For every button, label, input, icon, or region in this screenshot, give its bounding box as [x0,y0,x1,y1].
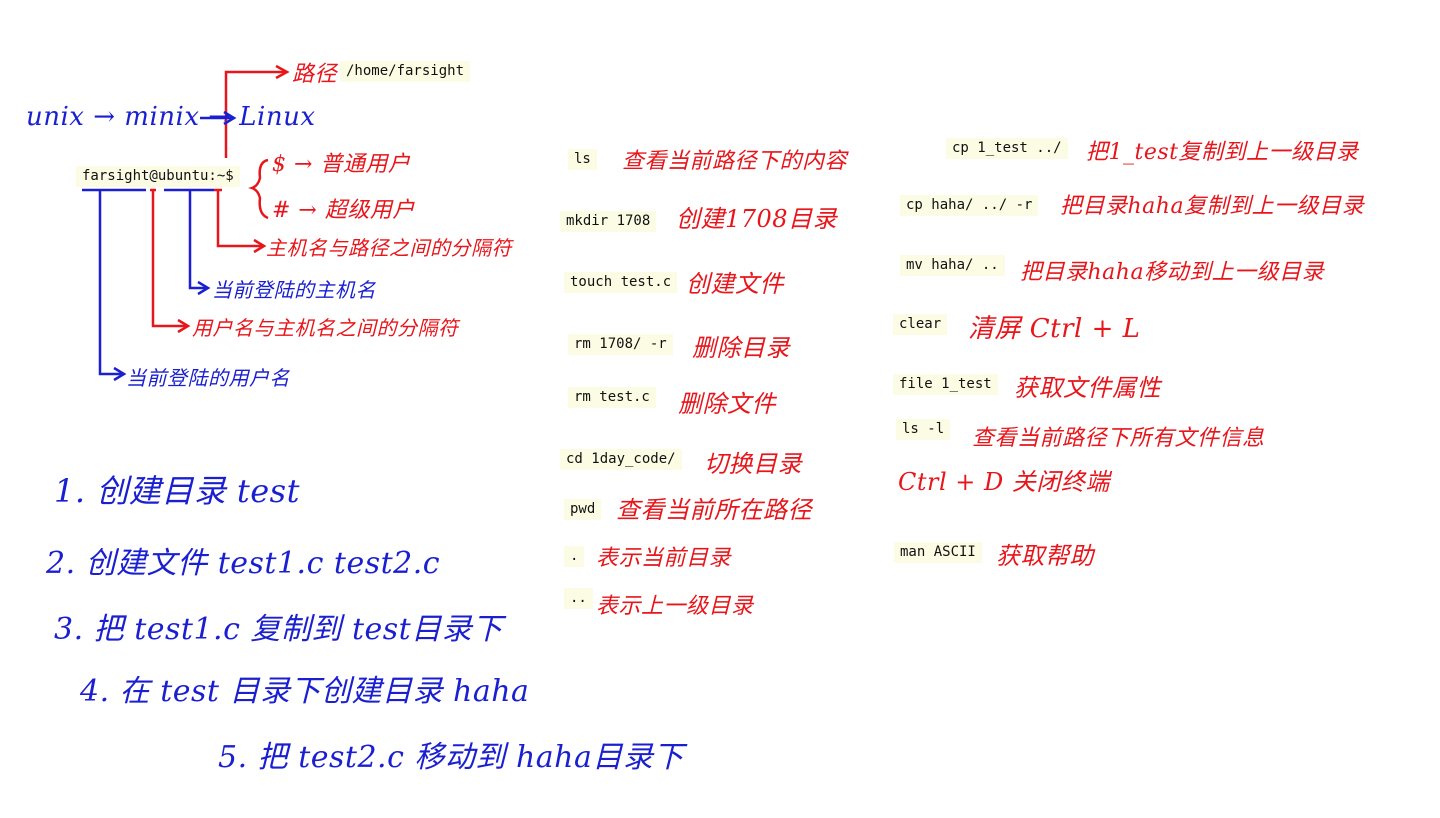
desc-file: 获取文件属性 [1014,374,1161,402]
cmd-cp-dir: cp haha/ ../ -r [900,195,1039,216]
cmd-pwd: pwd [564,499,602,520]
desc-touch: 创建文件 [686,270,784,298]
desc-dot: 表示当前目录 [596,546,732,571]
cmd-cd: cd 1day_code/ [560,449,682,470]
desc-ls: 查看当前路径下的内容 [622,149,848,174]
desc-ls-l: 查看当前路径下所有文件信息 [972,426,1265,451]
desc-mkdir: 创建1708目录 [676,205,838,233]
desc-man: 获取帮助 [996,542,1094,570]
cmd-mv-dir: mv haha/ .. [900,255,1005,276]
cmd-mkdir: mkdir 1708 [560,211,657,232]
path-note: 路径 [292,62,338,87]
desc-mv-dir: 把目录haha移动到上一级目录 [1020,260,1325,285]
cmd-rm-file: rm test.c [568,387,656,408]
prompt-text: farsight@ubuntu:~$ [76,166,240,187]
cmd-rm-dir: rm 1708/ -r [568,334,673,355]
desc-rm-dir: 删除目录 [692,334,790,362]
desc-pwd: 查看当前所在路径 [616,496,812,524]
desc-ctrl-d: Ctrl + D 关闭终端 [898,468,1110,496]
desc-cp-dir: 把目录haha复制到上一级目录 [1060,194,1365,219]
unix-evolution-note: unix → minix → Linux [26,102,316,132]
exercise-1: 1. 创建目录 test [54,472,300,510]
cmd-clear: clear [893,314,948,335]
cmd-cp-file: cp 1_test ../ [946,138,1068,159]
exercise-5: 5. 把 test2.c 移动到 haha目录下 [218,740,684,775]
hash-note: # → 超级用户 [272,198,415,223]
cmd-dotdot: .. [564,588,593,609]
cmd-dot: . [564,546,585,567]
desc-cd: 切换目录 [704,450,802,478]
cmd-ls: ls [568,149,597,170]
cmd-touch: touch test.c [564,272,678,293]
path-arrow [224,64,290,158]
desc-cp-file: 把1_test复制到上一级目录 [1086,140,1359,165]
path-value: /home/farsight [340,61,471,82]
current-user-note: 当前登陆的用户名 [126,366,290,390]
cmd-ls-l: ls -l [896,419,951,440]
leader-lines [98,190,267,382]
desc-dotdot: 表示上一级目录 [596,594,754,619]
cmd-man: man ASCII [894,542,982,563]
linux-arrow [200,110,237,126]
exercise-3: 3. 把 test1.c 复制到 test目录下 [54,612,503,647]
cmd-file: file 1_test [893,374,998,395]
desc-rm-file: 删除文件 [678,390,776,418]
exercise-4: 4. 在 test 目录下创建目录 haha [80,674,530,709]
desc-clear: 清屏 Ctrl + L [968,314,1141,344]
dollar-note: $ → 普通用户 [272,152,411,177]
current-host-note: 当前登陆的主机名 [212,278,376,302]
brace [248,158,269,220]
exercise-2: 2. 创建文件 test1.c test2.c [46,546,441,581]
separator-user-note: 用户名与主机名之间的分隔符 [192,316,459,340]
separator-path-note: 主机名与路径之间的分隔符 [266,236,512,260]
